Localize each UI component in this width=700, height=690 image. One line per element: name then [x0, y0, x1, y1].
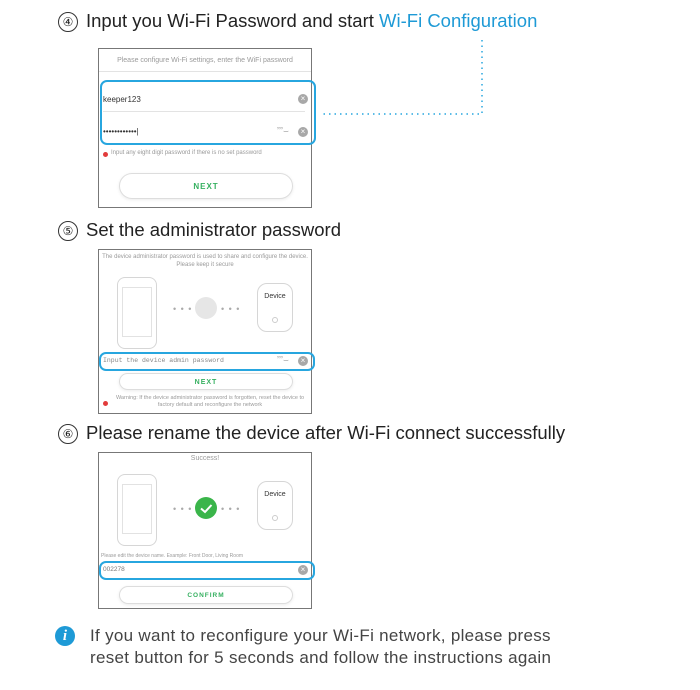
note-line-2: reset button for 5 seconds and follow th… [90, 648, 552, 667]
info-icon: i [55, 626, 75, 646]
wifi-configuration-link: Wi-Fi Configuration [379, 10, 538, 31]
step-6-heading: ⑥ Please rename the device after Wi-Fi co… [58, 422, 565, 444]
step-5-number: ⑤ [58, 221, 78, 241]
wifi-fields-highlight [100, 80, 316, 145]
device-name-highlight [99, 561, 315, 580]
device-label: Device [264, 491, 286, 498]
progress-dots-right: • • • [221, 304, 241, 314]
hide-password-icon[interactable]: ʼʼʼ⌣ [277, 355, 289, 365]
progress-dots-right: • • • [221, 504, 241, 514]
progress-dots-left: • • • [173, 504, 193, 514]
step-5-heading: ⑤ Set the administrator password [58, 219, 341, 241]
hint-dot [103, 152, 108, 157]
rename-prompt: Please edit the device name. Example: Fr… [101, 553, 244, 559]
phone-illustration [117, 474, 157, 546]
step-4-heading: ④ Input you Wi-Fi Password and start Wi-F… [58, 10, 537, 32]
confirm-button[interactable]: CONFIRM [119, 586, 293, 604]
admin-password-screenshot: The device administrator password is use… [98, 249, 315, 414]
success-title: Success! [190, 455, 220, 462]
clear-device-name-icon[interactable]: × [298, 565, 308, 575]
admin-warning: Warning: If the device administrator pas… [115, 395, 305, 408]
ssid-field[interactable]: keeper123 [103, 95, 141, 104]
note-line-1: If you want to reconfigure your Wi-Fi ne… [90, 626, 551, 645]
warning-dot [103, 401, 108, 406]
hide-password-icon[interactable]: ʼʼʼ⌣ [277, 126, 289, 136]
phone-illustration [117, 277, 157, 349]
wifi-settings-prompt: Please configure Wi-Fi settings, enter t… [117, 57, 293, 64]
admin-password-prompt: The device administrator password is use… [102, 254, 308, 268]
device-label: Device [264, 293, 286, 300]
clear-ssid-icon[interactable]: × [298, 94, 308, 104]
device-illustration: Device [257, 481, 293, 530]
wifi-password-field[interactable]: ••••••••••••| [103, 127, 139, 136]
device-led [272, 515, 278, 521]
clear-admin-password-icon[interactable]: × [298, 356, 308, 366]
device-led [272, 317, 278, 323]
progress-dots-left: • • • [173, 304, 193, 314]
rename-device-screenshot: Success! • • • • • • Device Please edit … [98, 452, 315, 609]
success-check-icon [195, 497, 217, 519]
device-illustration: Device [257, 283, 293, 332]
step-4-number: ④ [58, 12, 78, 32]
wifi-settings-screenshot: Please configure Wi-Fi settings, enter t… [98, 48, 316, 208]
progress-circle [195, 297, 217, 319]
next-button[interactable]: NEXT [119, 373, 293, 390]
admin-password-input[interactable]: Input the device admin password [103, 357, 224, 364]
step-6-text: Please rename the device after Wi-Fi con… [86, 422, 566, 443]
divider [103, 111, 305, 112]
step-5-text: Set the administrator password [86, 219, 342, 240]
password-hint: Input any eight digit password if there … [111, 150, 262, 156]
device-name-input[interactable]: 002278 [103, 566, 125, 573]
step-4-text: Input you Wi-Fi Password and start [86, 10, 380, 31]
step-6-number: ⑥ [58, 424, 78, 444]
admin-password-highlight [99, 352, 315, 371]
next-button[interactable]: NEXT [119, 173, 293, 199]
clear-password-icon[interactable]: × [298, 127, 308, 137]
divider [99, 71, 311, 72]
